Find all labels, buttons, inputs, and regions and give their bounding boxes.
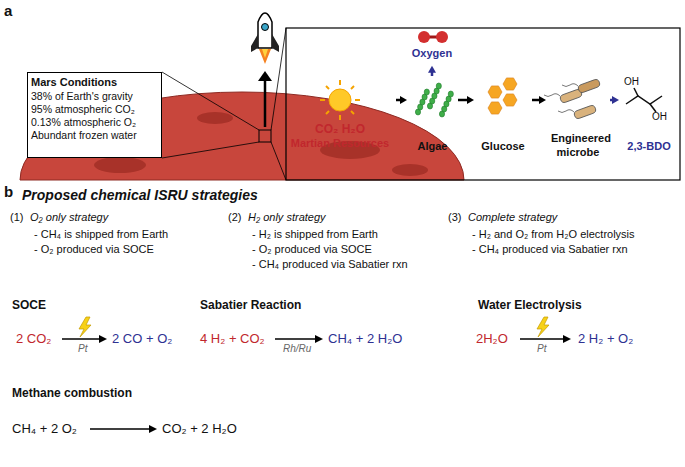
section-title: Proposed chemical ISRU strategies — [22, 187, 258, 204]
panel-letter: b — [4, 183, 13, 201]
oxygen-atom — [436, 31, 448, 43]
strategy-name: H₂ only strategy — [248, 211, 326, 224]
node-label: 2,3-BDO — [624, 140, 674, 154]
flow-arrow — [532, 99, 540, 102]
launch-arrowhead — [258, 71, 272, 81]
info-box: Mars Conditions38% of Earth's gravity95%… — [27, 72, 162, 158]
reaction-title: Sabatier Reaction — [200, 298, 301, 312]
node-label: Glucose — [479, 140, 527, 154]
bdo-bond — [650, 104, 656, 112]
microbe-icon — [544, 78, 601, 119]
products: CH₄ + 2 H₂O — [328, 331, 402, 347]
panel-letter: a — [4, 2, 12, 20]
bdo-bond — [634, 88, 638, 96]
bullet-text: - O₂ produced via SOCE — [34, 243, 154, 256]
bullet-text: - H₂ and O₂ from H₂O electrolysis — [472, 228, 635, 241]
reaction-arrows — [62, 339, 564, 429]
arrowhead — [539, 96, 546, 104]
node-label: Abundant frozen water — [31, 129, 158, 142]
product-step: 2,3-BDO — [621, 78, 677, 157]
products: 2 H₂ + O₂ — [578, 331, 633, 347]
zoom-line — [162, 142, 259, 158]
catalyst: Rh/Ru — [283, 343, 311, 355]
reaction-arrowheads — [99, 335, 571, 433]
mars-spot — [94, 157, 146, 173]
bullet-text: - CH₄ produced via Sabatier rxn — [252, 258, 408, 271]
reactants: 2 CO₂ — [16, 331, 51, 347]
bdo-structure — [626, 96, 662, 104]
list-number: (2) — [228, 211, 241, 224]
bullet-text: - CH₄ produced via Sabatier rxn — [472, 243, 628, 256]
bullet-text: - O₂ produced via SOCE — [252, 243, 372, 256]
mars-planet — [20, 92, 464, 180]
process-panel — [286, 28, 680, 180]
products: 2 CO + O₂ — [112, 331, 172, 347]
sun-icon — [320, 80, 360, 120]
launch-arrow — [264, 80, 267, 127]
zoom-line — [271, 142, 286, 180]
reactants: 4 H₂ + CO₂ — [200, 331, 265, 347]
reaction-title: SOCE — [12, 298, 46, 312]
arrowhead — [612, 96, 619, 104]
arrowhead — [400, 96, 407, 104]
bullet-text: - CH₄ is shipped from Earth — [34, 228, 168, 241]
process-step: Engineered microbe — [548, 78, 608, 163]
lightning-icon — [537, 317, 549, 337]
bullet-text: - H₂ is shipped from Earth — [252, 228, 378, 241]
catalyst: Pt — [537, 343, 546, 355]
rocket-body — [258, 13, 272, 48]
list-number: (3) — [448, 211, 461, 224]
product-step: Oxygen — [403, 31, 461, 64]
process-step: Glucose — [476, 78, 530, 157]
reactants: 2H₂O — [476, 331, 508, 347]
glucose-icon — [488, 78, 517, 114]
strategy-name: Complete strategy — [468, 211, 557, 224]
reaction-title: Water Electrolysis — [478, 298, 582, 312]
process-step: CO₂ H₂OMartian Resources — [286, 78, 394, 154]
node-label: CO₂ H₂O — [289, 122, 391, 137]
rocket-flame — [262, 49, 268, 58]
node-label: 0.13% atmospheric O₂ — [31, 116, 158, 129]
rocket-flame — [259, 49, 271, 64]
process-step: Algae — [409, 78, 456, 157]
products: CO₂ + 2 H₂O — [162, 421, 237, 437]
strategy-name: O₂ only strategy — [30, 211, 108, 224]
rocket-window — [262, 24, 269, 31]
lightning-icon — [79, 317, 91, 337]
catalyst: Pt — [78, 343, 87, 355]
hydroxyl-label: OH — [652, 111, 667, 123]
mars-spot — [197, 112, 233, 124]
zoom-line — [162, 72, 259, 130]
zoom-square — [259, 130, 271, 142]
reactants: CH₄ + 2 O₂ — [12, 421, 77, 437]
node-label: 95% atmospheric CO₂ — [31, 103, 158, 116]
hydroxyl-label: OH — [624, 76, 639, 88]
node-label: Oxygen — [406, 47, 458, 61]
oxygen-atom — [418, 31, 430, 43]
algae-icon — [415, 83, 453, 117]
node-label: Engineered microbe — [551, 132, 605, 160]
mars-spot — [392, 164, 428, 176]
arrowhead — [467, 96, 474, 104]
node-label: Martian Resources — [289, 137, 391, 151]
node-label: 38% of Earth's gravity — [31, 90, 158, 103]
arrowhead — [428, 66, 436, 73]
reaction-title: Methane combustion — [12, 386, 132, 400]
list-number: (1) — [10, 211, 23, 224]
box-heading: Mars Conditions — [31, 76, 158, 90]
flow-arrow — [458, 99, 468, 102]
node-label: Algae — [412, 140, 453, 154]
